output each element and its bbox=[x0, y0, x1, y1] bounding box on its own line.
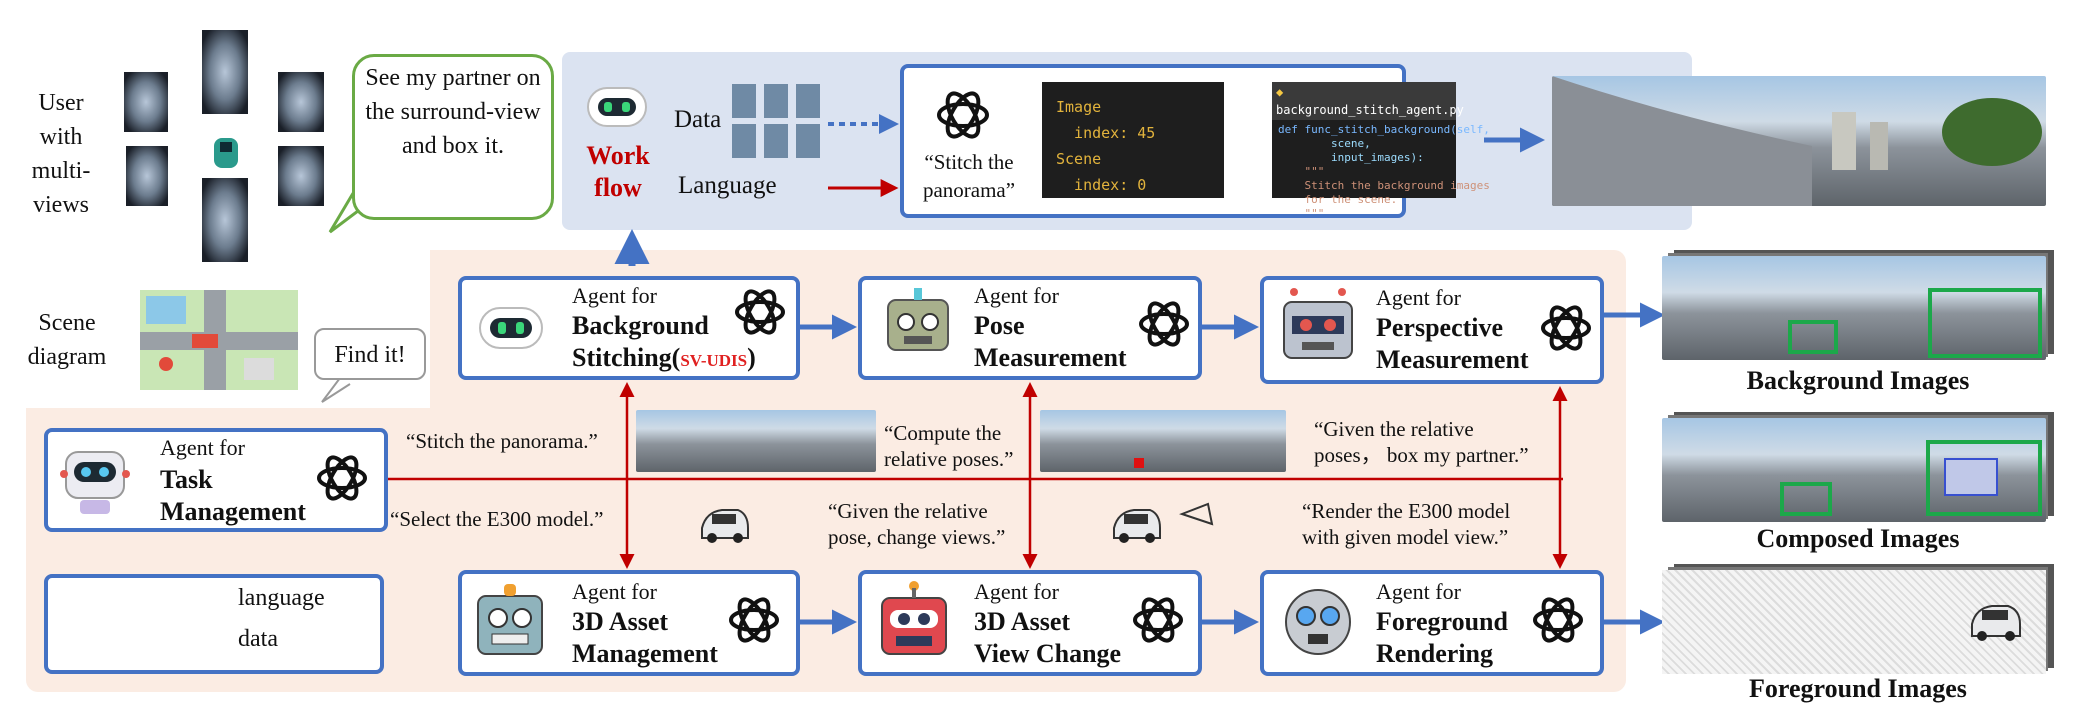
composed-images-stack bbox=[1662, 412, 2054, 526]
agent-title-2: View Change bbox=[974, 639, 1122, 668]
language-label: Language bbox=[678, 172, 777, 199]
code-line: input_images): bbox=[1278, 151, 1424, 164]
code-line: Stitch the background images bbox=[1278, 179, 1490, 192]
agent-prefix: Agent for bbox=[1376, 579, 1461, 604]
data-label: Data bbox=[674, 106, 722, 133]
robot-icon bbox=[1278, 284, 1358, 368]
workflow-quote: “Stitch the panorama” bbox=[922, 150, 1016, 202]
highlight-box bbox=[1926, 440, 2042, 516]
code-line: Image bbox=[1056, 98, 1102, 116]
speech-bubble: See my partner on the surround-view and … bbox=[352, 54, 554, 220]
code-line: index: 45 bbox=[1056, 124, 1156, 142]
car-icon bbox=[1110, 502, 1164, 546]
agent-prefix: Agent for bbox=[974, 579, 1059, 604]
openai-icon bbox=[1530, 592, 1586, 648]
title-close: ) bbox=[747, 343, 756, 372]
agent-title-2: Rendering bbox=[1376, 639, 1493, 668]
robot-icon bbox=[470, 580, 550, 664]
panorama-image bbox=[1552, 76, 2046, 206]
foreground-images-label: Foreground Images bbox=[1749, 674, 1967, 703]
robot-icon bbox=[60, 442, 130, 518]
openai-icon bbox=[1538, 300, 1594, 356]
quote-render-1: “Render the E300 model bbox=[1302, 499, 1511, 523]
robot-icon bbox=[874, 580, 954, 664]
code-line: index: 0 bbox=[1056, 176, 1147, 194]
python-icon: ◆ bbox=[1276, 85, 1284, 99]
title-tag: SV-UDIS bbox=[680, 351, 748, 370]
find-bubble: Find it! bbox=[314, 328, 426, 380]
workflow-robot-icon bbox=[584, 84, 650, 132]
openai-icon bbox=[726, 592, 782, 648]
code-line: def func_stitch_background(self, bbox=[1278, 123, 1490, 136]
agent-prefix: Agent for bbox=[974, 283, 1059, 308]
title-text: Background Stitching( bbox=[572, 311, 709, 372]
agent-title-2: Measurement bbox=[974, 343, 1127, 372]
code-line: """ bbox=[1278, 207, 1325, 220]
scene-diagram-image bbox=[140, 290, 298, 390]
foreground-images-stack bbox=[1662, 564, 2054, 678]
openai-icon bbox=[732, 284, 788, 340]
agent-title-1: Foreground bbox=[1376, 607, 1508, 636]
agent-title-2: Measurement bbox=[1376, 345, 1529, 374]
background-images-stack bbox=[1662, 250, 2054, 364]
background-images-label: Background Images bbox=[1746, 366, 1970, 395]
robot-icon bbox=[476, 304, 546, 354]
openai-icon bbox=[934, 86, 992, 144]
agent-title: Background Stitching(SV-UDIS) bbox=[572, 310, 784, 377]
code-line: scene, bbox=[1278, 137, 1371, 150]
openai-icon bbox=[1130, 592, 1186, 648]
openai-icon bbox=[314, 450, 370, 506]
openai-icon bbox=[1136, 296, 1192, 352]
highlight-box bbox=[1780, 482, 1832, 516]
car-icon bbox=[698, 502, 752, 546]
user-label: User with multi-views bbox=[31, 90, 91, 218]
agent-prefix: Agent for bbox=[572, 579, 657, 604]
agent-title-1: 3D Asset bbox=[572, 607, 669, 636]
composed-images-label: Composed Images bbox=[1756, 524, 1960, 553]
quote-given-poses-1: “Given the relative bbox=[1314, 417, 1474, 441]
agent-title-1: Task bbox=[160, 465, 213, 494]
quote-stitch: “Stitch the panorama.” bbox=[406, 429, 598, 453]
highlight-box bbox=[1788, 320, 1838, 354]
quote-given-poses-2: poses， box my partner.” bbox=[1314, 443, 1529, 467]
workflow-title: Work flow bbox=[586, 141, 650, 202]
code-line: """ bbox=[1278, 165, 1325, 178]
quote-compute-2: relative poses.” bbox=[884, 447, 1014, 471]
agent-prefix: Agent for bbox=[160, 435, 245, 460]
robot-icon bbox=[880, 286, 956, 366]
quote-render-2: with given model view.” bbox=[1302, 525, 1509, 549]
agent-title-1: 3D Asset bbox=[974, 607, 1071, 636]
python-file: ◆ background_stitch_agent.py def func_st… bbox=[1272, 82, 1490, 220]
legend-box bbox=[44, 574, 384, 674]
panorama-thumb bbox=[1040, 410, 1286, 472]
agent-title-2: Management bbox=[160, 497, 306, 526]
code-line: for the scene. bbox=[1278, 193, 1398, 206]
car-icon bbox=[1968, 598, 2024, 644]
highlight-box bbox=[1928, 288, 2042, 358]
quote-given-pose-2: pose, change views.” bbox=[828, 525, 1006, 549]
agent-title-1: Pose bbox=[974, 311, 1025, 340]
code-snippet: Image index: 45 Scene index: 0 bbox=[1042, 82, 1224, 198]
camera-frustum-icon bbox=[1178, 500, 1216, 530]
quote-compute-1: “Compute the bbox=[884, 421, 1002, 445]
quote-select: “Select the E300 model.” bbox=[390, 507, 604, 531]
file-name: background_stitch_agent.py bbox=[1276, 103, 1464, 117]
rendered-car bbox=[1944, 458, 1998, 496]
data-thumbnails bbox=[730, 82, 822, 160]
agent-title-2: Management bbox=[572, 639, 718, 668]
agent-prefix: Agent for bbox=[1376, 285, 1461, 310]
multi-view-images bbox=[118, 28, 334, 264]
quote-given-pose-1: “Given the relative bbox=[828, 499, 988, 523]
find-bubble-tail bbox=[321, 377, 351, 403]
agent-title-1: Perspective bbox=[1376, 313, 1504, 342]
code-line: Scene bbox=[1056, 150, 1102, 168]
legend-language-label: language bbox=[238, 585, 325, 611]
agent-prefix: Agent for bbox=[572, 283, 657, 308]
scene-label: Scene diagram bbox=[27, 310, 107, 370]
panorama-thumb bbox=[636, 410, 876, 472]
legend-data-label: data bbox=[238, 626, 278, 652]
robot-icon bbox=[1278, 582, 1358, 666]
